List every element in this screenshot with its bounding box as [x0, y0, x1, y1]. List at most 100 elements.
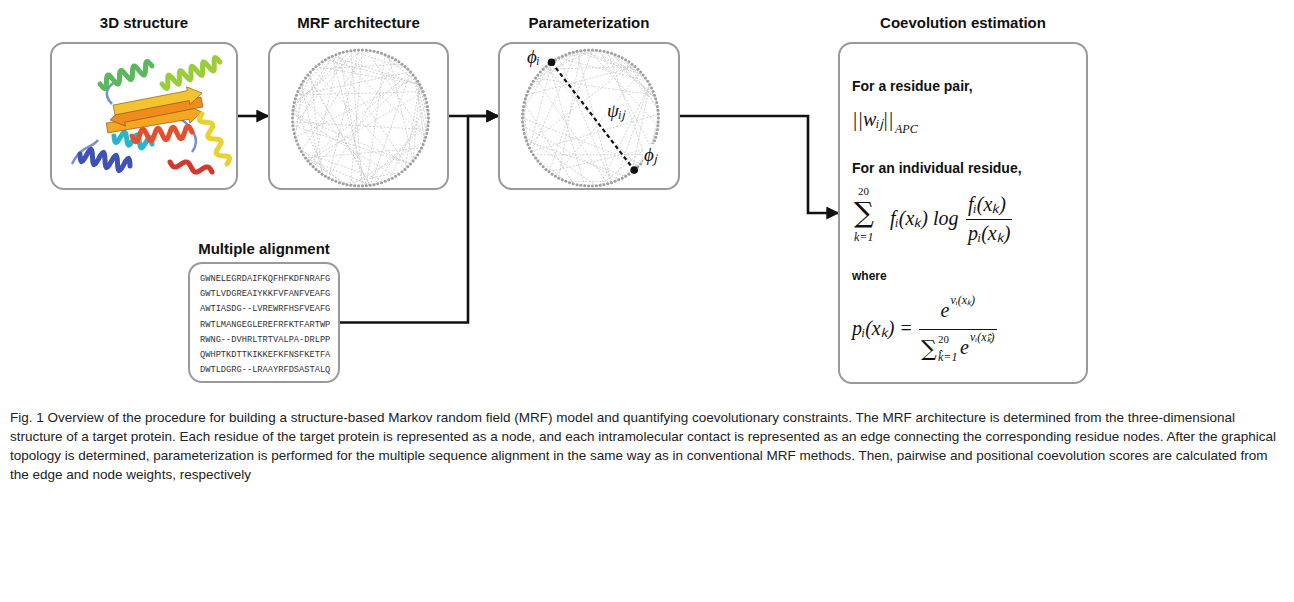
residue-dot [656, 105, 659, 108]
residue-dot [534, 77, 537, 80]
residue-dot [657, 113, 660, 116]
contact-edge [310, 72, 322, 174]
panel-text: fᵢ(xₖ) log [890, 207, 958, 230]
residue-dot [654, 136, 657, 139]
mrf-panel: MRF architecture [268, 42, 449, 190]
residue-dot [624, 58, 627, 61]
contact-edge [526, 67, 635, 96]
residue-dot [575, 183, 578, 186]
residue-dot [627, 60, 630, 63]
residue-dot [394, 175, 397, 178]
residue-dot [610, 181, 613, 184]
residue-dot [631, 63, 634, 66]
residue-dot [312, 165, 315, 168]
residue-dot [564, 180, 567, 183]
residue-dot [644, 77, 647, 80]
residue-dot [300, 150, 303, 153]
residue-dot [321, 173, 324, 176]
flow-arrow [340, 116, 498, 323]
panel-text: ∑ [921, 338, 937, 360]
contact-edge [389, 103, 427, 180]
contact-edge [524, 103, 573, 184]
residue-dot [524, 136, 527, 139]
contact-edge [612, 53, 648, 81]
residue-dot [587, 184, 590, 187]
contact-edge [305, 158, 370, 185]
residue-dot [422, 90, 425, 93]
residue-dot [627, 173, 630, 176]
residue-dot [394, 58, 397, 61]
sequence-line: RWTLMANGEGLEREFRFKTFARTWP [200, 320, 330, 330]
contact-edge [362, 122, 428, 186]
structure-panel: 3D structure [50, 42, 238, 190]
panel-text: ϕᵢ [526, 46, 541, 68]
residue-dot [317, 170, 320, 173]
contact-edge [366, 50, 425, 137]
residue-dot [521, 117, 524, 120]
residue-dot [427, 120, 430, 123]
contact-edge [351, 50, 363, 185]
panel-text: fᵢ(xₖ) [968, 193, 1006, 216]
contact-edge [604, 51, 656, 98]
helix-ribbon [170, 162, 212, 172]
residue-dot [653, 94, 656, 97]
helix-ribbon [80, 149, 130, 170]
residue-dot [420, 147, 423, 150]
contact-edge [526, 141, 625, 176]
contact-edge [296, 92, 423, 96]
residue-dot [534, 156, 537, 159]
parameter-panel: Parameterizationϕᵢψᵢⱼϕⱼ [498, 42, 680, 190]
residue-dot [536, 73, 539, 76]
residue-dot [575, 50, 578, 53]
residue-dot [521, 124, 524, 127]
residue-dot [291, 117, 294, 120]
residue-dot [525, 139, 528, 142]
residue-dot [406, 68, 409, 71]
contact-edge [523, 126, 619, 180]
contact-edge [529, 62, 552, 148]
residue-dot [523, 132, 526, 135]
contact-edge [416, 78, 429, 126]
residue-dot [401, 63, 404, 66]
residue-dot [579, 184, 582, 187]
contact-edge [652, 114, 659, 148]
contact-edge [305, 148, 421, 158]
contact-edge [332, 56, 419, 84]
panel-text: ||wᵢⱼ|| [852, 108, 894, 131]
contact-edge [535, 78, 607, 184]
residue-dot [523, 101, 526, 104]
residue-dot [648, 83, 651, 86]
residue-dot [306, 160, 309, 163]
contact-edge [293, 50, 355, 126]
residue-dot [391, 177, 394, 180]
figure-caption: Fig. 1 Overview of the procedure for bui… [10, 408, 1282, 485]
residue-dot [655, 132, 658, 135]
contact-edge [533, 155, 566, 182]
residue-dot [610, 52, 613, 55]
residue-dot [345, 50, 348, 53]
illustration [52, 44, 236, 188]
residue-dot [376, 182, 379, 185]
panel-heading: 3D structure [0, 14, 296, 31]
residue-dot [423, 94, 426, 97]
residue-dot [568, 181, 571, 184]
residue-dot [656, 128, 659, 131]
residue-dot [401, 170, 404, 173]
residue-dot [591, 49, 594, 52]
contact-edge [612, 53, 656, 99]
residue-dot [528, 86, 531, 89]
residue-dot [591, 184, 594, 187]
contact-edge [325, 60, 419, 85]
residue-dot [365, 184, 368, 187]
contact-edge [374, 114, 428, 185]
residue-dot [544, 168, 547, 171]
residue-dot [522, 105, 525, 108]
residue-dot [426, 105, 429, 108]
residue-dot [532, 153, 535, 156]
residue-dot [338, 181, 341, 184]
residue-dot [424, 136, 427, 139]
contact-edge [589, 50, 658, 126]
fraction-bar [919, 329, 997, 330]
residue-dot [293, 101, 296, 104]
